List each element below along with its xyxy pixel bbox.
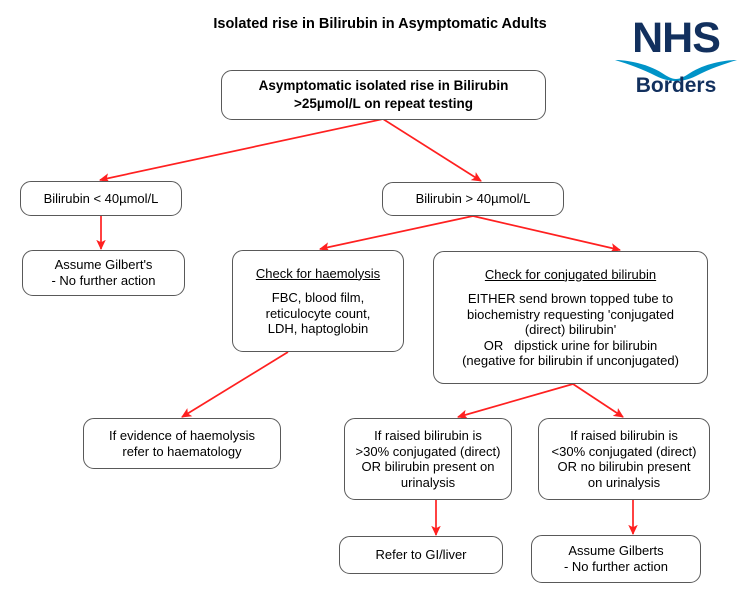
- nhs-logo-subtext: Borders: [635, 74, 717, 97]
- node-check-conjugated-heading: Check for conjugated bilirubin: [484, 266, 657, 282]
- node-raised-under30-line-4: on urinalysis: [587, 474, 661, 490]
- node-check-haemolysis-heading: Check for haemolysis: [255, 265, 381, 281]
- node-refer-gi-liver-line-1: Refer to GI/liver: [375, 547, 467, 562]
- node-refer-haematology[interactable]: If evidence of haemolysis refer to haema…: [83, 418, 281, 469]
- page-title: Isolated rise in Bilirubin in Asymptomat…: [213, 16, 547, 32]
- node-raised-bilirubin-over-30[interactable]: If raised bilirubin is >30% conjugated (…: [344, 418, 512, 500]
- node-start-line-1: Asymptomatic isolated rise in Bilirubin: [258, 78, 509, 93]
- node-check-conjugated-line-3: (direct) bilirubin': [524, 322, 617, 337]
- node-assume-gilberts-right-line-1: Assume Gilberts: [568, 543, 664, 558]
- nhs-swoosh-icon: [615, 60, 737, 81]
- node-raised-over30-line-2: >30% conjugated (direct): [355, 443, 501, 459]
- node-check-haemolysis[interactable]: Check for haemolysis FBC, blood film, re…: [232, 250, 404, 352]
- node-raised-under30-line-2: <30% conjugated (direct): [551, 443, 697, 459]
- connector-conjugated-to-over30: [457, 383, 574, 420]
- node-check-conjugated-bilirubin[interactable]: Check for conjugated bilirubin EITHER se…: [433, 251, 708, 384]
- node-check-haemolysis-line-1: FBC, blood film,: [271, 290, 365, 305]
- node-bilirubin-high-line-1: Bilirubin > 40µmol/L: [415, 191, 531, 206]
- node-raised-over30-line-3: OR bilirubin present on: [361, 459, 495, 474]
- nhs-logo-text: NHS: [632, 14, 721, 62]
- node-refer-haematology-line-1: If evidence of haemolysis: [109, 427, 255, 443]
- node-start[interactable]: Asymptomatic isolated rise in Bilirubin …: [221, 70, 546, 120]
- node-start-line-2: >25µmol/L on repeat testing: [294, 96, 473, 111]
- node-raised-under30-line-3: OR no bilirubin present: [557, 459, 691, 474]
- connector-haemolysis-to-haematology: [181, 351, 289, 418]
- node-refer-gi-liver[interactable]: Refer to GI/liver: [339, 536, 503, 574]
- node-assume-gilberts-left[interactable]: Assume Gilbert's - No further action: [22, 250, 185, 296]
- connector-start-to-bili-low: [99, 118, 384, 183]
- node-assume-gilberts-left-line-1: Assume Gilbert's: [54, 257, 153, 272]
- node-check-conjugated-line-2: biochemistry requesting 'conjugated: [467, 306, 674, 322]
- connector-start-to-bili-high: [382, 118, 482, 182]
- nhs-borders-logo: NHS Borders: [612, 16, 740, 98]
- node-assume-gilberts-right[interactable]: Assume Gilberts - No further action: [531, 535, 701, 583]
- node-assume-gilberts-left-line-2: - No further action: [51, 273, 156, 288]
- node-bilirubin-low-line-1: Bilirubin < 40µmol/L: [43, 190, 159, 206]
- node-check-haemolysis-line-2: reticulocyte count,: [265, 305, 371, 321]
- node-check-conjugated-line-4: OR dipstick urine for bilirubin: [483, 337, 658, 353]
- node-refer-haematology-line-2: refer to haematology: [122, 443, 242, 459]
- node-raised-under30-line-1: If raised bilirubin is: [570, 428, 678, 443]
- node-bilirubin-high[interactable]: Bilirubin > 40µmol/L: [382, 182, 564, 216]
- node-check-haemolysis-line-3: LDH, haptoglobin: [267, 321, 369, 336]
- node-raised-over30-line-4: urinalysis: [400, 474, 456, 490]
- node-raised-over30-line-1: If raised bilirubin is: [374, 428, 482, 443]
- connector-bili-high-to-conjugated: [472, 215, 621, 253]
- node-raised-bilirubin-under-30[interactable]: If raised bilirubin is <30% conjugated (…: [538, 418, 710, 500]
- node-bilirubin-low[interactable]: Bilirubin < 40µmol/L: [20, 181, 182, 216]
- connector-conjugated-to-under30: [572, 383, 624, 418]
- node-check-conjugated-line-1: EITHER send brown topped tube to: [467, 291, 674, 306]
- connector-bili-high-to-haemolysis: [319, 215, 474, 252]
- node-assume-gilberts-right-line-2: - No further action: [563, 559, 669, 574]
- node-check-conjugated-line-5: (negative for bilirubin if unconjugated): [462, 353, 679, 368]
